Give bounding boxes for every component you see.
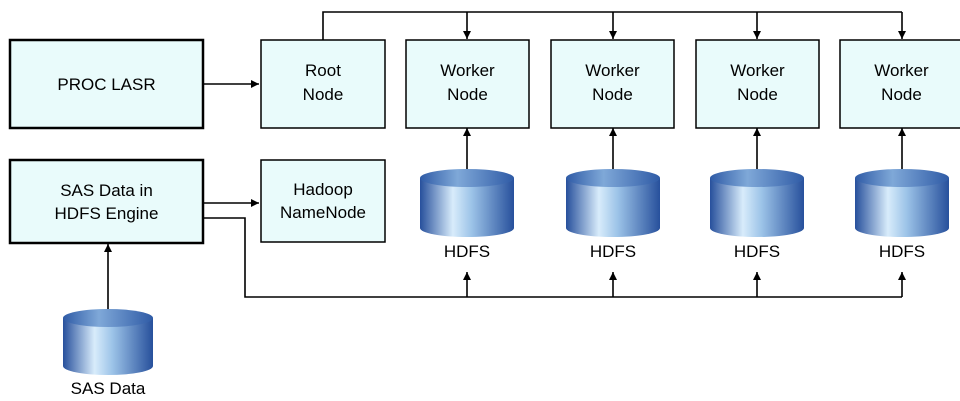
worker-node-label-line2: Node	[592, 85, 633, 104]
sas-data-engine-label-line1: SAS Data in	[60, 181, 153, 200]
proc-lasr-box: PROC LASR	[8, 38, 205, 130]
database-icon	[420, 169, 514, 187]
hadoop-namenode-label-line2: NameNode	[280, 203, 366, 222]
sas-data-label: SAS Data	[71, 379, 146, 398]
worker-node-box-1: Worker Node	[405, 39, 530, 129]
hdfs-cylinder-4: HDFS	[855, 169, 949, 261]
database-icon	[566, 169, 660, 187]
hadoop-namenode-box: Hadoop NameNode	[260, 159, 386, 243]
sas-data-cylinder: SAS Data	[63, 309, 153, 398]
proc-lasr-label: PROC LASR	[57, 75, 155, 94]
bottom-bus	[203, 217, 902, 298]
hdfs-cylinder-2: HDFS	[566, 169, 660, 261]
database-icon	[63, 309, 153, 327]
worker-node-label-line2: Node	[447, 85, 488, 104]
hdfs-cylinder-1: HDFS	[420, 169, 514, 261]
database-icon	[710, 169, 804, 187]
root-node-label-line2: Node	[303, 85, 344, 104]
worker-node-box-3: Worker Node	[695, 39, 820, 129]
worker-node-label-line1: Worker	[585, 61, 640, 80]
database-icon	[855, 169, 949, 187]
root-node-label-line1: Root	[305, 61, 341, 80]
hdfs-label: HDFS	[734, 242, 780, 261]
root-node-box: Root Node	[260, 39, 386, 129]
hdfs-label: HDFS	[879, 242, 925, 261]
sas-data-engine-label-line2: HDFS Engine	[55, 204, 159, 223]
worker-node-box-4: Worker Node	[839, 39, 960, 129]
hdfs-cylinder-3: HDFS	[710, 169, 804, 261]
worker-node-label-line2: Node	[881, 85, 922, 104]
worker-node-label-line1: Worker	[440, 61, 495, 80]
worker-node-label-line1: Worker	[730, 61, 785, 80]
hdfs-label: HDFS	[444, 242, 490, 261]
hdfs-label: HDFS	[590, 242, 636, 261]
worker-node-label-line1: Worker	[874, 61, 929, 80]
sas-data-engine-box: SAS Data in HDFS Engine	[8, 158, 205, 245]
connectors	[104, 11, 906, 318]
worker-node-box-2: Worker Node	[550, 39, 675, 129]
hadoop-namenode-label-line1: Hadoop	[293, 180, 353, 199]
worker-node-label-line2: Node	[737, 85, 778, 104]
top-bus	[322, 11, 902, 40]
